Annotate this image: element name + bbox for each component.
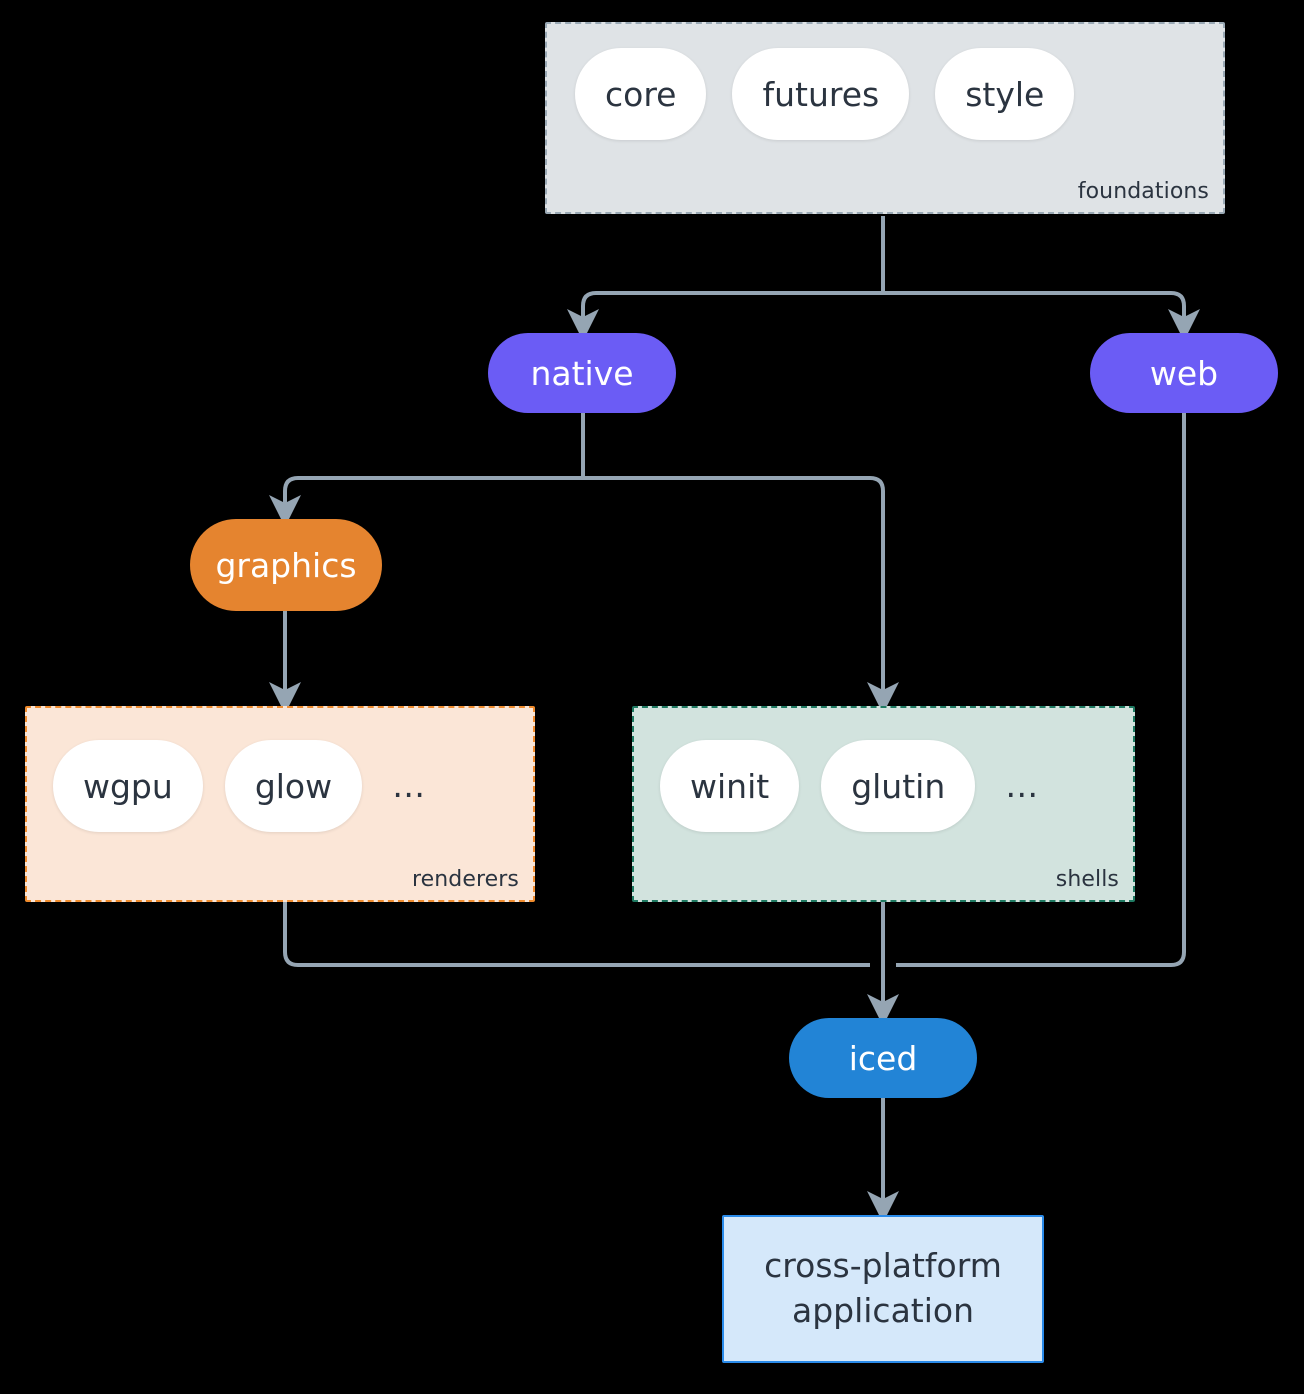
edge-foundations-to-native <box>567 291 883 341</box>
cluster-label-foundations: foundations <box>1077 179 1209 204</box>
renderers-ellipsis: … <box>392 766 428 805</box>
pill-winit[interactable]: winit <box>660 740 800 832</box>
edge-native-to-shells <box>583 476 899 714</box>
cluster-renderers: wgpu glow … renderers <box>25 706 535 902</box>
node-cross-platform-application[interactable]: cross-platform application <box>722 1215 1044 1363</box>
pill-style[interactable]: style <box>935 48 1075 140</box>
application-line-1: cross-platform <box>764 1246 1002 1286</box>
pill-wgpu[interactable]: wgpu <box>53 740 203 832</box>
edge-renderers-to-merge <box>283 902 870 967</box>
cluster-foundations: core futures style foundations <box>545 22 1225 214</box>
pill-futures[interactable]: futures <box>732 48 910 140</box>
edge-native-to-graphics <box>269 476 583 527</box>
node-web[interactable]: web <box>1090 333 1278 413</box>
shells-ellipsis: … <box>1005 766 1041 805</box>
renderers-pill-row: wgpu glow … <box>53 740 431 832</box>
cluster-shells: winit glutin … shells <box>632 706 1135 902</box>
node-native[interactable]: native <box>488 333 676 413</box>
foundations-pill-row: core futures style <box>575 48 1075 140</box>
node-iced[interactable]: iced <box>789 1018 977 1098</box>
shells-pill-row: winit glutin … <box>660 740 1044 832</box>
pill-glutin[interactable]: glutin <box>821 740 976 832</box>
cluster-label-renderers: renderers <box>411 867 519 892</box>
edge-web-to-merge <box>896 413 1186 967</box>
cluster-label-shells: shells <box>1055 867 1119 892</box>
application-line-2: application <box>791 1291 975 1330</box>
edge-foundations-to-web <box>883 291 1200 341</box>
pill-core[interactable]: core <box>575 48 707 140</box>
pill-glow[interactable]: glow <box>224 740 363 832</box>
node-graphics[interactable]: graphics <box>190 519 382 611</box>
